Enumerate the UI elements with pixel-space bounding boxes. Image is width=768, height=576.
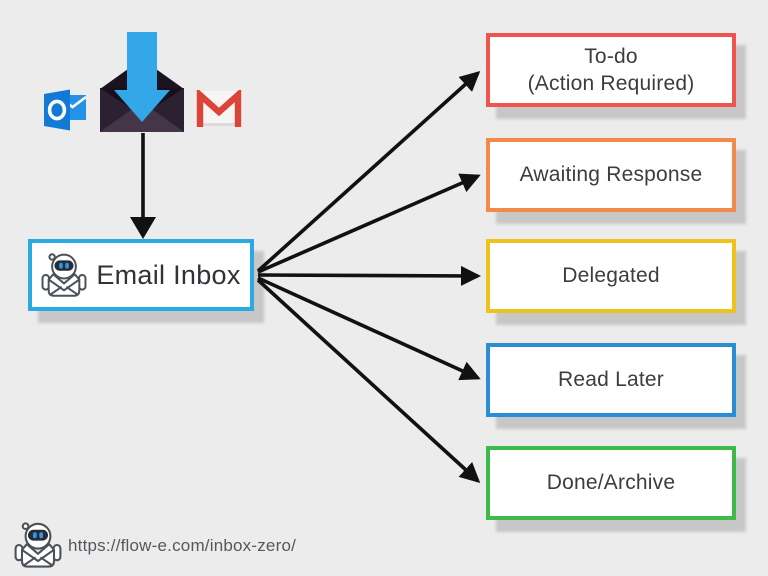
robot-icon — [41, 252, 87, 298]
category-label: Done/Archive — [546, 471, 676, 495]
category-label: Awaiting Response — [519, 163, 703, 187]
category-node-awaiting-response[interactable]: Awaiting Response — [486, 138, 736, 212]
gmail-icon — [196, 90, 242, 127]
arrowhead-envelope-to-inbox — [130, 217, 156, 239]
category-node-todo[interactable]: To-do (Action Required) — [486, 33, 736, 107]
arrow-inbox-to-todo — [256, 70, 481, 273]
category-label: Read Later — [558, 368, 664, 392]
footer-url[interactable]: https://flow-e.com/inbox-zero/ — [68, 536, 297, 555]
email-inbox-node[interactable]: Email Inbox — [28, 239, 254, 311]
category-node-done-archive[interactable]: Done/Archive — [486, 446, 736, 520]
arrow-inbox-to-done — [256, 278, 481, 484]
category-sublabel: (Action Required) — [527, 72, 695, 95]
email-inbox-label: Email Inbox — [96, 259, 241, 290]
outlook-icon — [44, 89, 87, 131]
category-node-read-later[interactable]: Read Later — [486, 343, 736, 417]
category-label: Delegated — [562, 264, 660, 288]
category-label: To-do — [584, 44, 638, 68]
category-node-delegated[interactable]: Delegated — [486, 239, 736, 313]
footer-robot-icon — [14, 521, 62, 569]
arrow-inbox-to-readlater — [257, 276, 481, 381]
arrow-inbox-to-awaiting — [257, 173, 481, 274]
arrow-inbox-to-delegated — [257, 265, 482, 287]
envelope-inbox-icon — [100, 32, 184, 132]
